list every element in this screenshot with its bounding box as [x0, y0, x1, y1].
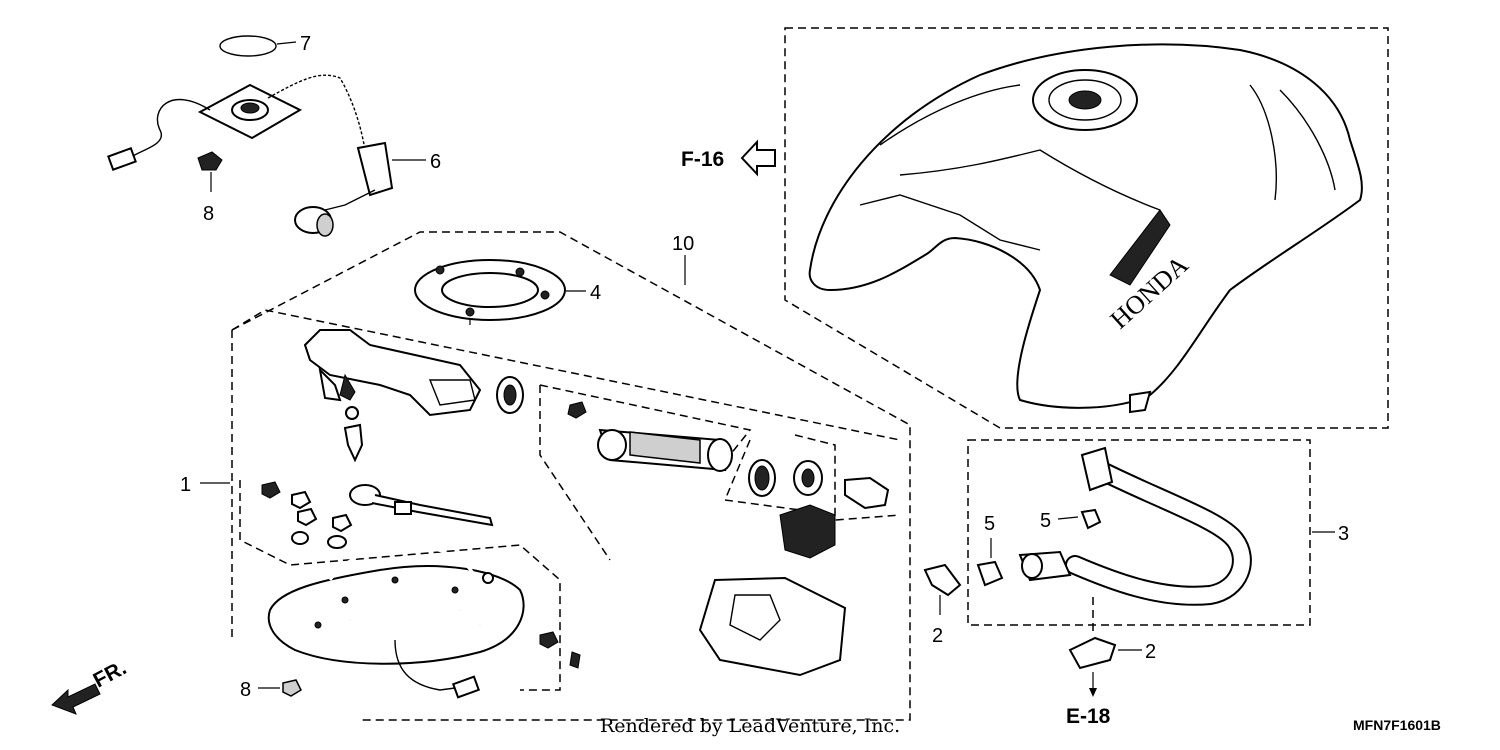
ref-e18-label[interactable]: E-18 [1066, 705, 1111, 728]
nut-part-8-lower: 8 [240, 679, 302, 701]
callout-7: 7 [300, 33, 311, 55]
ref-f16[interactable]: F-16 [681, 139, 776, 177]
fuel-pump-assembly-boundary-10: 10 [231, 231, 911, 721]
callout-5-right: 5 [1040, 510, 1051, 532]
diagram-code: MFN7F1601B [1353, 717, 1441, 733]
callout-6: 6 [430, 151, 441, 173]
callout-3: 3 [1338, 523, 1349, 545]
ref-e18[interactable]: E-18 [1066, 705, 1111, 728]
nut-part-8-upper: 8 [197, 151, 223, 225]
gasket-part-4: 4 [414, 259, 601, 325]
fuel-tank-group: HONDA [784, 27, 1389, 429]
fuel-hose-group-3: 3 5 5 [967, 439, 1349, 626]
fuel-level-sensor-part-6: 6 [107, 74, 441, 237]
callout-2-right: 2 [1145, 641, 1156, 663]
callout-8-lower: 8 [240, 679, 251, 701]
part-1-boundary: 1 [180, 309, 901, 691]
fuel-tank [808, 43, 1363, 409]
o-ring-part-7: 7 [219, 33, 311, 57]
callout-5-left: 5 [984, 513, 995, 535]
pump-housing-cover [698, 576, 847, 677]
pump-base-plate [267, 543, 581, 699]
fuel-pump-motor [539, 384, 752, 561]
ref-f16-label[interactable]: F-16 [681, 148, 724, 171]
callout-1: 1 [180, 474, 191, 496]
callout-2-center: 2 [932, 625, 943, 647]
clip-part-2-right: 2 [1068, 597, 1156, 697]
pump-fuel-tube [349, 484, 494, 527]
callout-10: 10 [672, 233, 694, 255]
filter-regulator-group [723, 434, 901, 559]
clip-part-2-center: 2 [923, 563, 962, 647]
callout-4: 4 [590, 282, 601, 304]
render-credit: Rendered by LeadVenture, Inc. [600, 715, 900, 737]
callout-8-upper: 8 [203, 203, 214, 225]
small-fittings [261, 406, 364, 549]
front-direction-arrow: FR. [51, 656, 130, 715]
pump-bracket [303, 329, 524, 417]
